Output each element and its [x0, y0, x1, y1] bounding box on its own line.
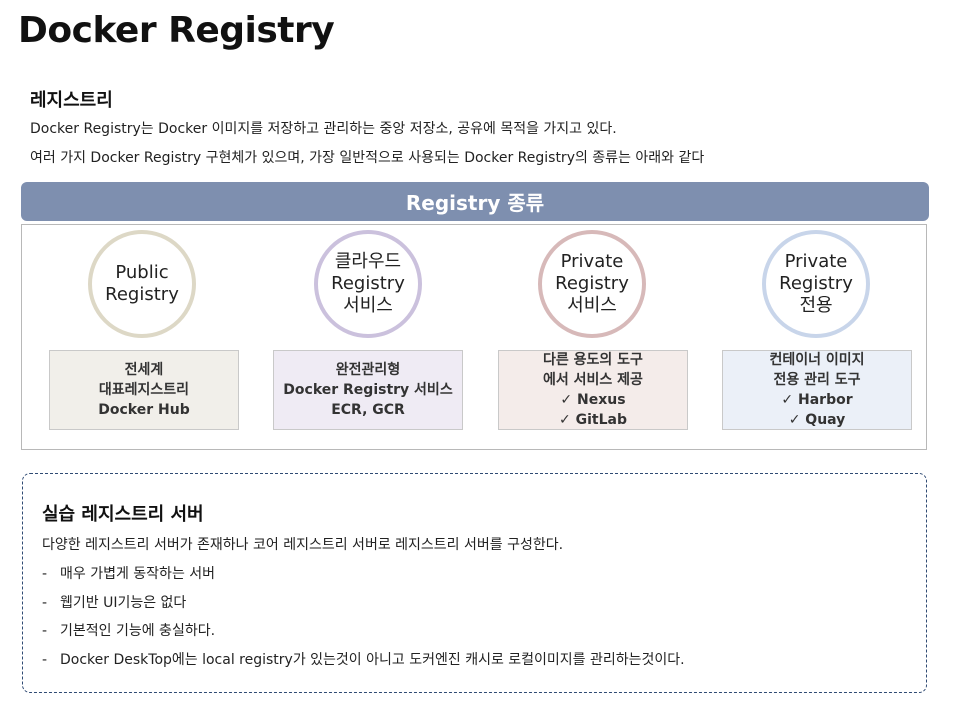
- bullet-marker: -: [42, 652, 48, 668]
- card-line: ✓ GitLab: [559, 412, 627, 428]
- card-line: 다른 용도의 도구: [543, 352, 643, 368]
- bullet-text: Docker DeskTop에는 local registry가 있는것이 아니…: [60, 652, 685, 668]
- card-line: 대표레지스트리: [98, 382, 190, 398]
- registry-types-banner: Registry 종류: [21, 182, 929, 221]
- card-line: 에서 서비스 제공: [543, 372, 643, 388]
- circle-label-line: Private: [560, 251, 624, 272]
- circle-label-line: 전용: [799, 295, 833, 316]
- circle-label-line: Private: [784, 251, 848, 272]
- card-line: ✓ Harbor: [781, 392, 853, 408]
- practice-server-panel: [22, 473, 927, 693]
- card-line: 전용 관리 도구: [773, 372, 861, 388]
- bullet-marker: -: [42, 623, 48, 639]
- circle-label-line: Registry: [779, 273, 853, 294]
- bullet-text: 웹기반 UI기능은 없다: [60, 595, 187, 611]
- circle-label-line: 클라우드: [334, 251, 402, 272]
- card-line: ✓ Quay: [788, 412, 846, 428]
- circle-label-line: Public: [115, 262, 169, 283]
- type-circle-private-registry-dedicated: Private Registry 전용: [762, 230, 870, 338]
- type-circle-public-registry: Public Registry: [88, 230, 196, 338]
- bullet-marker: -: [42, 566, 48, 582]
- card-line: ECR, GCR: [331, 402, 405, 418]
- practice-title: 실습 레지스트리 서버: [42, 504, 204, 525]
- type-card-private-registry-service: 다른 용도의 도구 에서 서비스 제공 ✓ Nexus ✓ GitLab: [498, 350, 688, 430]
- type-card-private-registry-dedicated: 컨테이너 이미지 전용 관리 도구 ✓ Harbor ✓ Quay: [722, 350, 912, 430]
- intro-line-2: 여러 가지 Docker Registry 구현체가 있으며, 가장 일반적으로…: [30, 150, 705, 166]
- card-line: Docker Hub: [98, 402, 190, 418]
- intro-heading: 레지스트리: [30, 90, 113, 111]
- page-title: Docker Registry: [18, 10, 335, 51]
- circle-label-line: 서비스: [567, 295, 617, 316]
- intro-line-1: Docker Registry는 Docker 이미지를 저장하고 관리하는 중…: [30, 121, 617, 137]
- card-line: ✓ Nexus: [560, 392, 626, 408]
- card-line: 컨테이너 이미지: [769, 352, 865, 368]
- bullet-text: 기본적인 기능에 충실하다.: [60, 623, 216, 639]
- card-line: 완전관리형: [335, 362, 401, 378]
- card-line: Docker Registry 서비스: [283, 382, 453, 398]
- practice-bullet-item: -매우 가볍게 동작하는 서버: [42, 563, 215, 583]
- registry-types-panel: [21, 224, 927, 450]
- circle-label-line: Registry: [105, 284, 179, 305]
- circle-label-line: Registry: [555, 273, 629, 294]
- type-card-cloud-registry: 완전관리형 Docker Registry 서비스 ECR, GCR: [273, 350, 463, 430]
- type-card-public-registry: 전세계 대표레지스트리 Docker Hub: [49, 350, 239, 430]
- circle-label-line: 서비스: [343, 295, 393, 316]
- type-circle-private-registry-service: Private Registry 서비스: [538, 230, 646, 338]
- practice-bullet-item: -Docker DeskTop에는 local registry가 있는것이 아…: [42, 649, 685, 669]
- type-circle-cloud-registry: 클라우드 Registry 서비스: [314, 230, 422, 338]
- circle-label-line: Registry: [331, 273, 405, 294]
- practice-description: 다양한 레지스트리 서버가 존재하나 코어 레지스트리 서버로 레지스트리 서버…: [42, 537, 564, 553]
- practice-bullet-item: -기본적인 기능에 충실하다.: [42, 620, 215, 640]
- banner-label: Registry 종류: [405, 191, 545, 215]
- bullet-marker: -: [42, 595, 48, 611]
- practice-bullet-item: -웹기반 UI기능은 없다: [42, 592, 186, 612]
- card-line: 전세계: [124, 362, 164, 378]
- bullet-text: 매우 가볍게 동작하는 서버: [60, 566, 216, 582]
